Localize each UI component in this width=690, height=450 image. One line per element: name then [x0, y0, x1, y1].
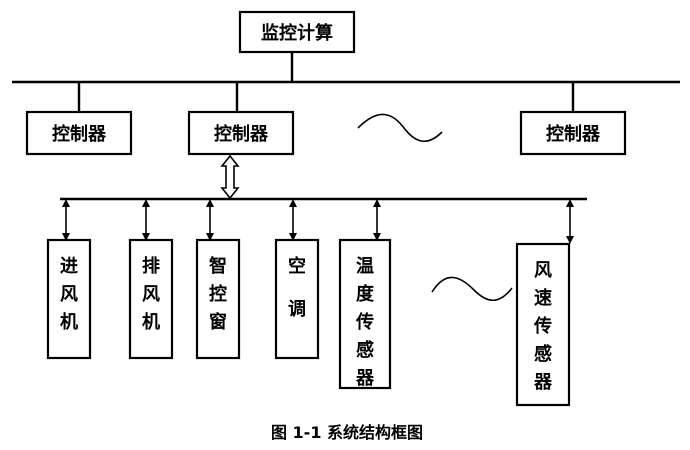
- device-6-label: 风速传感器: [533, 260, 553, 393]
- device-1-label: 进风机: [60, 256, 78, 333]
- omission-wave-lower: [431, 276, 513, 302]
- controller-1-label: 控制器: [52, 123, 107, 145]
- controller-2: 控制器: [187, 110, 295, 156]
- device-6: 风速传感器: [515, 242, 571, 407]
- top-node: 监控计算: [238, 10, 356, 54]
- device-1: 进风机: [46, 238, 92, 360]
- device-2: 排风机: [128, 238, 174, 360]
- figure-caption: 图 1-1 系统结构框图: [271, 423, 423, 442]
- device-2-label: 排风机: [142, 255, 160, 333]
- bidirectional-hollow-arrow: [220, 154, 240, 200]
- device-4: 空调: [274, 238, 320, 360]
- controller-2-label: 控制器: [214, 123, 269, 145]
- device-3-label: 智控窗: [209, 255, 227, 333]
- omission-wave-upper: [357, 113, 443, 142]
- device-5-label: 温度传感器: [355, 256, 375, 389]
- device-5: 温度传感器: [338, 238, 392, 390]
- controller-3-label: 控制器: [546, 123, 601, 145]
- device-4-label: 空调: [288, 255, 306, 320]
- controller-3: 控制器: [519, 110, 627, 156]
- device-3: 智控窗: [195, 238, 241, 360]
- top-node-label: 监控计算: [261, 22, 333, 44]
- controller-1: 控制器: [25, 110, 133, 156]
